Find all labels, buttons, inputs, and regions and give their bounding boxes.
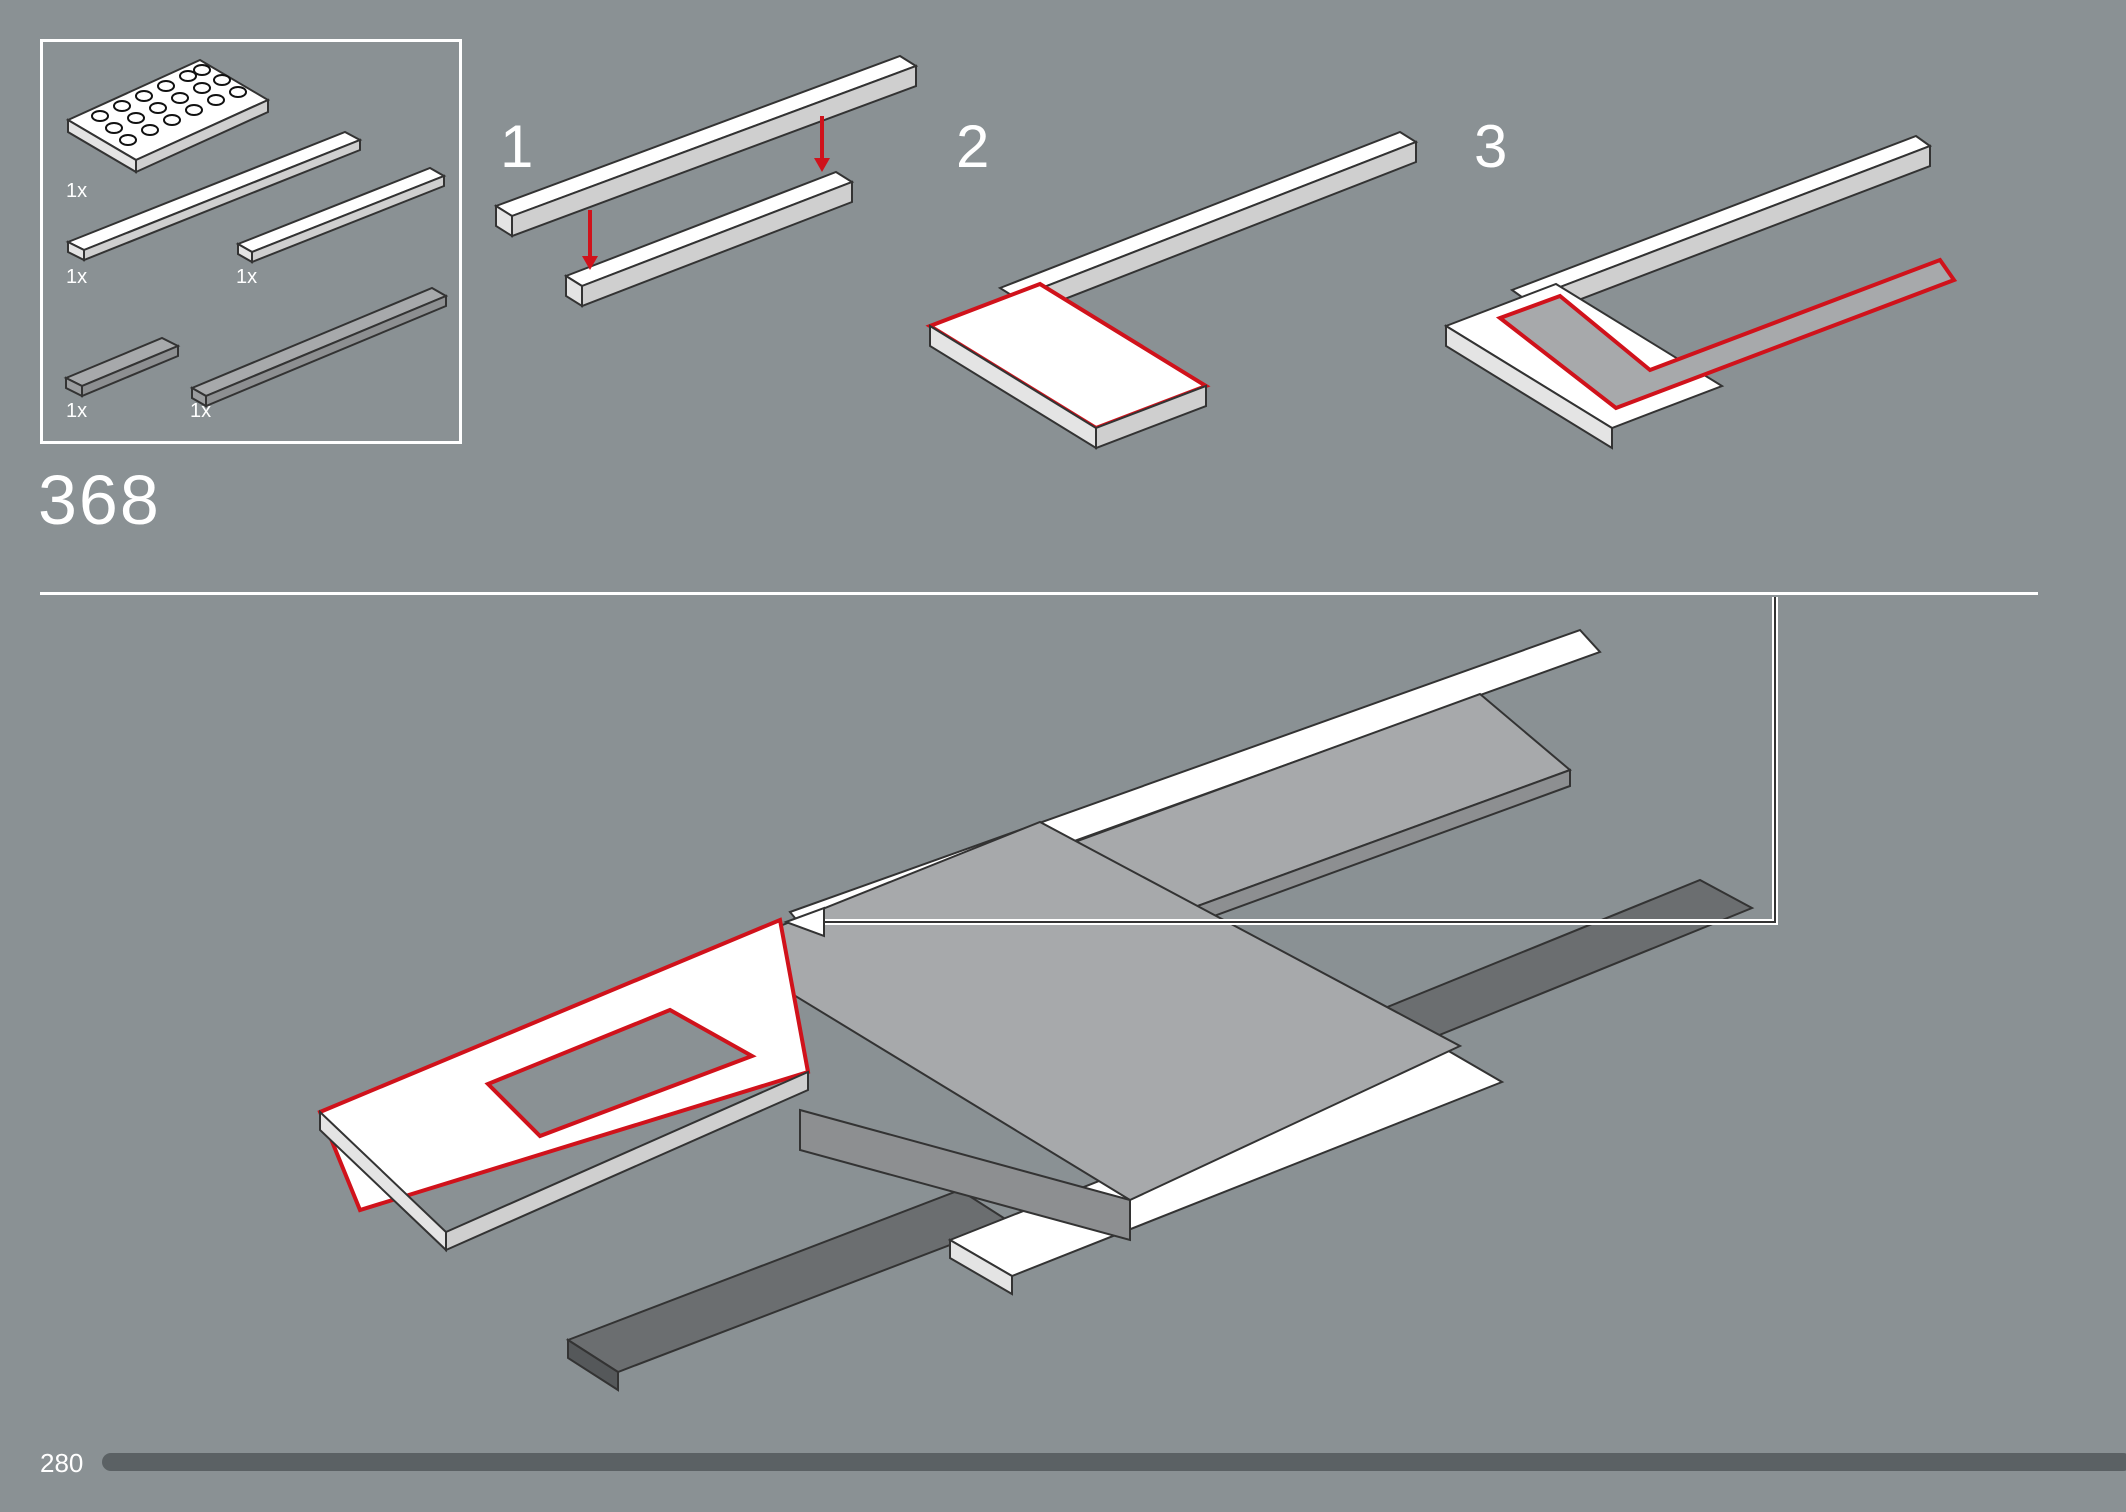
parts-callout-box bbox=[40, 39, 462, 444]
substep-number: 1 bbox=[500, 113, 534, 180]
part-white-4x6-plate bbox=[65, 58, 271, 174]
substep-number: 2 bbox=[956, 113, 990, 180]
substep-2-illustration bbox=[925, 130, 1419, 450]
part-quantity: 1x bbox=[190, 400, 212, 422]
part-grey-1x4-plate bbox=[63, 336, 181, 398]
substep-3-illustration bbox=[1443, 134, 1958, 450]
part-quantity: 1x bbox=[66, 266, 88, 288]
part-grey-1x10-plate bbox=[189, 286, 449, 408]
substep-1-illustration bbox=[493, 54, 919, 308]
part-quantity: 1x bbox=[66, 400, 88, 422]
part-white-1x6-plate bbox=[235, 166, 447, 264]
page-number: 280 bbox=[40, 1448, 84, 1478]
main-assembly-illustration bbox=[317, 597, 1778, 1392]
part-quantity: 1x bbox=[236, 266, 258, 288]
progress-bar bbox=[102, 1453, 2126, 1471]
substep-number: 3 bbox=[1474, 113, 1508, 180]
step-number: 368 bbox=[38, 461, 161, 539]
part-white-1x10-plate bbox=[65, 130, 363, 262]
section-divider bbox=[40, 592, 2038, 595]
part-quantity: 1x bbox=[66, 180, 88, 202]
